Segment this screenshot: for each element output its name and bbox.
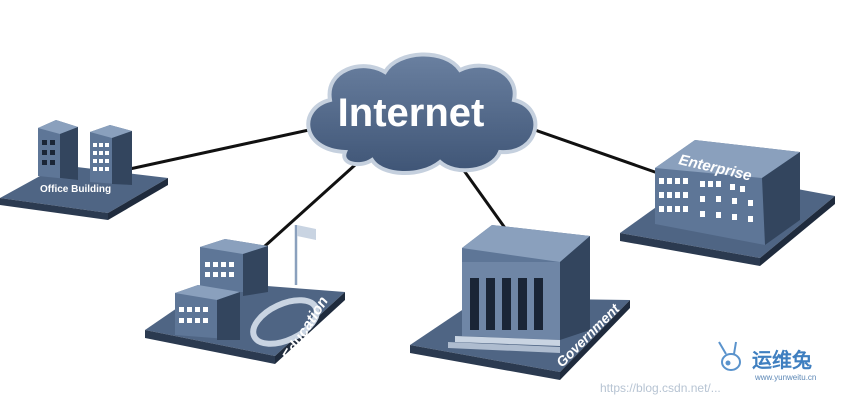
node-education: Education — [145, 225, 345, 364]
node-government: Government — [410, 225, 630, 380]
connection-lines — [124, 120, 673, 257]
site-logo: 运维兔 www.yunweitu.cn — [718, 341, 816, 382]
government-columns — [470, 278, 543, 330]
node-office-building: Office Building — [0, 120, 168, 220]
education-flag — [297, 225, 316, 240]
link-office — [124, 126, 319, 172]
cloud-label: Internet — [338, 91, 485, 135]
watermark-url: https://blog.csdn.net/... — [600, 381, 721, 395]
internet-cloud: Internet — [306, 52, 538, 175]
rabbit-logo-icon — [718, 341, 741, 371]
link-enterprise — [511, 120, 673, 180]
logo-name: 运维兔 — [752, 348, 812, 372]
office-label: Office Building — [40, 184, 111, 195]
link-government — [458, 164, 507, 229]
logo-url: www.yunweitu.cn — [754, 373, 816, 382]
node-enterprise: Enterprise — [620, 140, 835, 266]
education-track — [250, 297, 320, 347]
link-education — [253, 163, 357, 257]
